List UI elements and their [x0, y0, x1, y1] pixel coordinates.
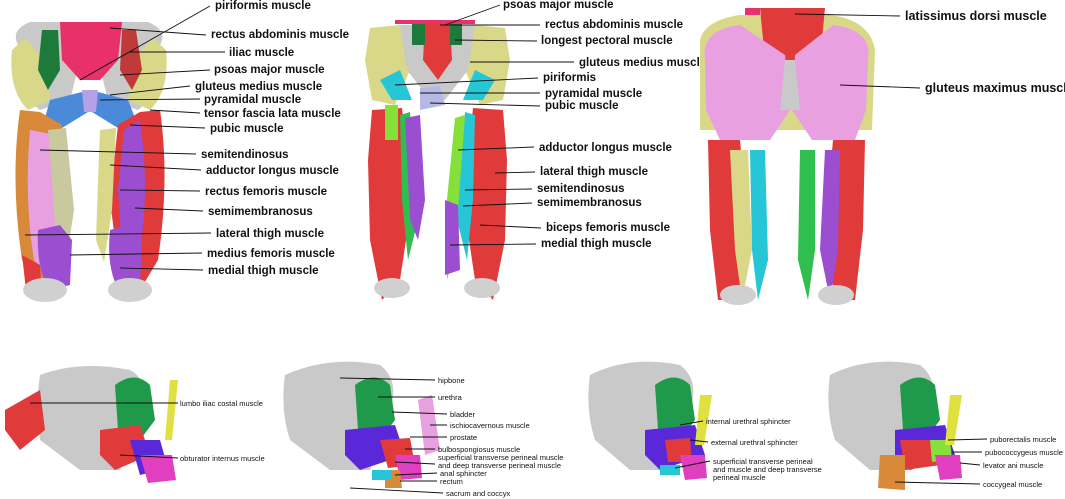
label-pubococcygeus-muscle: pubococcygeus muscle — [985, 448, 1063, 457]
label-tensor-fascia-lata-muscle: tensor fascia lata muscle — [204, 108, 341, 120]
label-rectus-femoris-muscle: rectus femoris muscle — [205, 186, 327, 198]
label-rectum: rectum — [440, 477, 463, 486]
label-bulbospongiosus-muscle: bulbospongiosus muscle — [438, 445, 520, 454]
label-pubic-muscle-2: pubic muscle — [545, 100, 619, 112]
label-adductor-longus-muscle: adductor longus muscle — [206, 165, 339, 177]
front-view-labels: piriformis muscle rectus abdominis muscl… — [195, 0, 349, 277]
label-prostate: prostate — [450, 433, 477, 442]
label-internal-urethral-sphincter: internal urethral sphincter — [706, 417, 791, 426]
label-psoas-major-muscle-2: psoas major muscle — [503, 0, 614, 11]
label-rectus-abdominis-muscle-2: rectus abdominis muscle — [545, 19, 683, 31]
label-perineal-muscle: perineal muscle — [713, 473, 766, 482]
label-deep-transverse-perineal: and deep transverse perineal muscle — [438, 461, 561, 470]
label-superficial-transverse-perineal-3: superficial transverse perineal — [713, 457, 813, 466]
pelvis-4-figure — [828, 361, 962, 490]
label-piriformis: piriformis — [543, 72, 596, 84]
pelvis-2-leader-lines — [339, 377, 448, 494]
label-lateral-thigh-muscle-2: lateral thigh muscle — [540, 166, 648, 178]
pelvis-2-figure — [283, 361, 440, 488]
label-semitendinosus-2: semitendinosus — [537, 183, 625, 195]
label-lumbo-iliac-costal-muscle: lumbo iliac costal muscle — [180, 399, 263, 408]
label-superficial-transverse-perineal: superficial transverse perineal muscle — [438, 453, 563, 462]
back-view-figure — [700, 8, 875, 305]
label-pyramidal-muscle: pyramidal muscle — [204, 94, 301, 106]
front-view-leader-lines — [24, 5, 225, 271]
label-ischiocavernous-muscle: ischiocavernous muscle — [450, 421, 530, 430]
label-urethra: urethra — [438, 393, 463, 402]
label-bladder: bladder — [450, 410, 476, 419]
label-adductor-longus-muscle-2: adductor longus muscle — [539, 142, 672, 154]
label-medial-thigh-muscle-2: medial thigh muscle — [541, 238, 652, 250]
label-latissimus-dorsi-muscle: latissimus dorsi muscle — [905, 9, 1047, 23]
pelvis-3-figure — [588, 361, 712, 480]
label-rectus-abdominis-muscle: rectus abdominis muscle — [211, 29, 349, 41]
label-pyramidal-muscle-2: pyramidal muscle — [545, 88, 642, 100]
label-medius-femoris-muscle: medius femoris muscle — [207, 248, 335, 260]
label-pubic-muscle: pubic muscle — [210, 123, 284, 135]
front-view-figure — [11, 22, 167, 302]
pelvis-4-labels: puborectalis muscle pubococcygeus muscle… — [983, 435, 1063, 489]
label-external-urethral-sphincter: external urethral sphincter — [711, 438, 798, 447]
label-levator-ani-muscle: levator ani muscle — [983, 461, 1043, 470]
label-and-muscle-deep-transverse: and muscle and deep transverse — [713, 465, 822, 474]
label-gluteus-medius-muscle: gluteus medius muscle — [195, 81, 322, 93]
back-view-labels: latissimus dorsi muscle gluteus maximus … — [905, 9, 1065, 95]
pelvis-2-labels: hipbone urethra bladder ischiocavernous … — [438, 376, 563, 498]
pelvis-3-leader-lines — [674, 420, 711, 469]
pelvis-4-leader-lines — [894, 438, 988, 485]
label-longest-pectoral-muscle: longest pectoral muscle — [541, 35, 673, 47]
label-psoas-major-muscle: psoas major muscle — [214, 64, 325, 76]
label-anal-sphincter: anal sphincter — [440, 469, 487, 478]
label-iliac-muscle: iliac muscle — [229, 47, 294, 59]
label-medial-thigh-muscle: medial thigh muscle — [208, 265, 319, 277]
label-obturator-internus-muscle: obturator internus muscle — [180, 454, 265, 463]
label-piriformis-muscle: piriformis muscle — [215, 0, 311, 12]
label-semimembranosus-2: semimembranosus — [537, 197, 642, 209]
label-semitendinosus: semitendinosus — [201, 149, 289, 161]
back-view-leader-lines — [794, 13, 921, 89]
pelvis-1-leader-lines — [30, 402, 179, 459]
pelvis-1-figure — [5, 366, 178, 483]
middle-view-leader-lines — [394, 4, 574, 246]
middle-view-labels: psoas major muscle rectus abdominis musc… — [503, 0, 706, 250]
label-gluteus-medius-muscle-2: gluteus medius muscle — [579, 57, 706, 69]
label-gluteus-maximus-muscle: gluteus maximus muscle — [925, 81, 1065, 95]
label-puborectalis-muscle: puborectalis muscle — [990, 435, 1056, 444]
label-coccygeal-muscle: coccygeal muscle — [983, 480, 1042, 489]
pelvis-3-labels: internal urethral sphincter external ure… — [706, 417, 822, 482]
label-lateral-thigh-muscle: lateral thigh muscle — [216, 228, 324, 240]
pelvis-1-labels: lumbo iliac costal muscle obturator inte… — [180, 399, 265, 463]
label-biceps-femoris-muscle: biceps femoris muscle — [546, 222, 670, 234]
label-hipbone: hipbone — [438, 376, 465, 385]
label-semimembranosus: semimembranosus — [208, 206, 313, 218]
label-sacrum-and-coccyx: sacrum and coccyx — [446, 489, 510, 498]
